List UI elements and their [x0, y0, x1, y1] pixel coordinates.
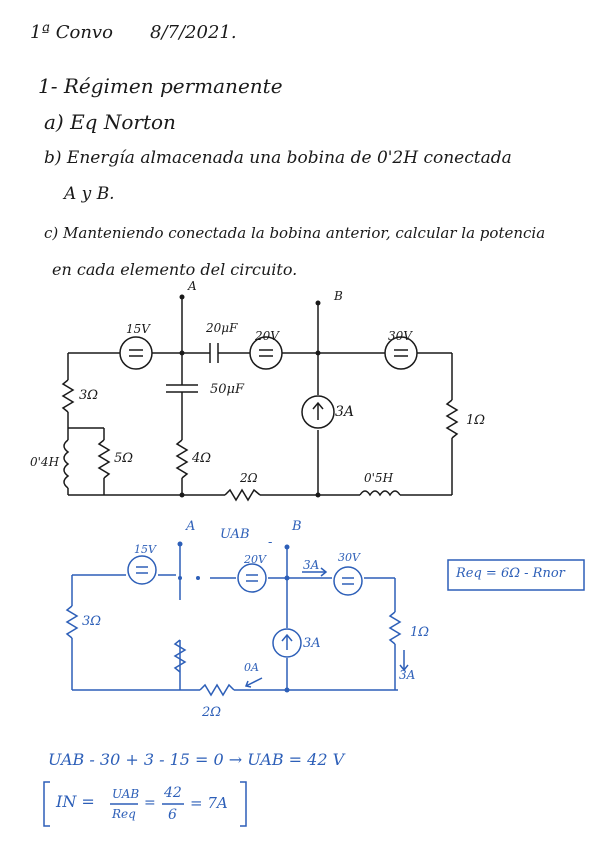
c1-r2: 5Ω [114, 451, 134, 466]
c2-i-r3: 3A [399, 668, 416, 682]
c2-node-b: B [292, 519, 302, 534]
kvl-equation: UAB - 30 + 3 - 15 = 0 → UAB = 42 V [48, 750, 345, 769]
c2-i-arrow: 3A [303, 558, 320, 572]
c1-i1: 3A [335, 404, 355, 420]
c1-r5: 1Ω [466, 413, 486, 428]
c2-i-src: 3A [303, 636, 321, 651]
c1-v2: 20V [255, 329, 279, 343]
c1-v3: 30V [388, 329, 412, 343]
convocation-label: 1ª Convo [30, 22, 113, 43]
c2-v3: 30V [338, 551, 360, 564]
c2-r1: 3Ω [82, 614, 102, 629]
c2-v2: 20V [244, 553, 266, 566]
in-den2: 6 [168, 807, 177, 823]
in-eq1: = [144, 795, 156, 811]
in-den1: Req [112, 807, 136, 821]
c1-l1: 0'4H [30, 455, 60, 469]
part-c-line2: en cada elemento del circuito. [52, 260, 298, 279]
c2-r3: 1Ω [410, 625, 430, 640]
c1-r4: 2Ω [240, 471, 258, 485]
in-lhs: IN = [56, 792, 95, 811]
c1-r3: 4Ω [192, 451, 212, 466]
in-num1: UAB [112, 787, 140, 801]
c1-c2: 50μF [210, 382, 245, 397]
c2-uab: UAB [220, 527, 250, 542]
c1-l2: 0'5H [364, 471, 394, 485]
date-label: 8/7/2021. [150, 22, 237, 43]
c2-r2: 2Ω [202, 705, 222, 720]
part-c-line1: c) Manteniendo conectada la bobina anter… [44, 224, 546, 242]
part-a: a) Eq Norton [44, 110, 176, 134]
in-num2: 42 [164, 785, 182, 801]
c1-node-a: A [188, 279, 197, 293]
c1-node-b: B [334, 289, 343, 303]
part-b-line1: b) Energía almacenada una bobina de 0'2H… [44, 148, 512, 168]
c1-r1: 3Ω [79, 388, 99, 403]
c2-v1: 15V [134, 543, 156, 556]
c1-c1: 20μF [206, 321, 238, 335]
c2-i-zero: 0A [244, 661, 259, 674]
c2-minus: - [268, 535, 273, 550]
c2-node-a: A [186, 519, 196, 534]
part-b-line2: A y B. [64, 184, 115, 204]
c1-v1: 15V [126, 322, 150, 336]
problem-title: 1- Régimen permanente [38, 74, 283, 98]
in-result: = 7A [190, 794, 228, 812]
req-box-text: Req = 6Ω - Rnor [456, 566, 565, 581]
